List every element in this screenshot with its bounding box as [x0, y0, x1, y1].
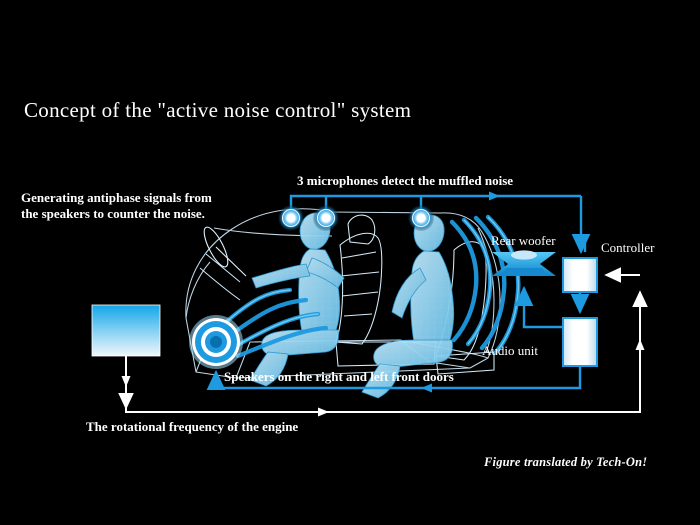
- audio-unit-box[interactable]: [562, 317, 598, 367]
- rear-woofer[interactable]: [492, 250, 556, 276]
- audio-to-woofer-path[interactable]: [514, 285, 563, 329]
- front-speaker[interactable]: [189, 315, 243, 369]
- label-microphones: 3 microphones detect the muffled noise: [297, 173, 514, 188]
- audio-to-front-speaker-path[interactable]: [206, 366, 582, 390]
- front-speaker-soundwaves-highlight: [225, 289, 319, 347]
- page-title: Concept of the "active noise control" sy…: [24, 98, 412, 122]
- microphone-2[interactable]: [313, 205, 339, 231]
- label-antiphase-signals: Generating antiphase signals from the sp…: [21, 190, 212, 221]
- dashboard: [199, 253, 241, 301]
- microphone-1[interactable]: [278, 205, 304, 231]
- microphone-bus-arrowhead: [489, 191, 500, 201]
- label-engine-frequency: The rotational frequency of the engine: [86, 419, 299, 434]
- controller-box[interactable]: [562, 257, 598, 293]
- label-audio-unit: Audio unit: [482, 343, 538, 358]
- microphone-3[interactable]: [408, 205, 434, 231]
- label-rear-woofer: Rear woofer: [491, 233, 556, 248]
- headrest-front: [347, 214, 376, 245]
- label-controller: Controller: [601, 240, 655, 255]
- figure-credit: Figure translated by Tech-On!: [484, 455, 648, 469]
- label-front-speakers: Speakers on the right and left front doo…: [224, 369, 454, 384]
- steering-wheel: [203, 226, 247, 277]
- front-speaker-bus-arrowhead: [421, 383, 432, 393]
- engine-block[interactable]: [91, 304, 161, 357]
- engine-bus-arrowheads: [121, 339, 645, 417]
